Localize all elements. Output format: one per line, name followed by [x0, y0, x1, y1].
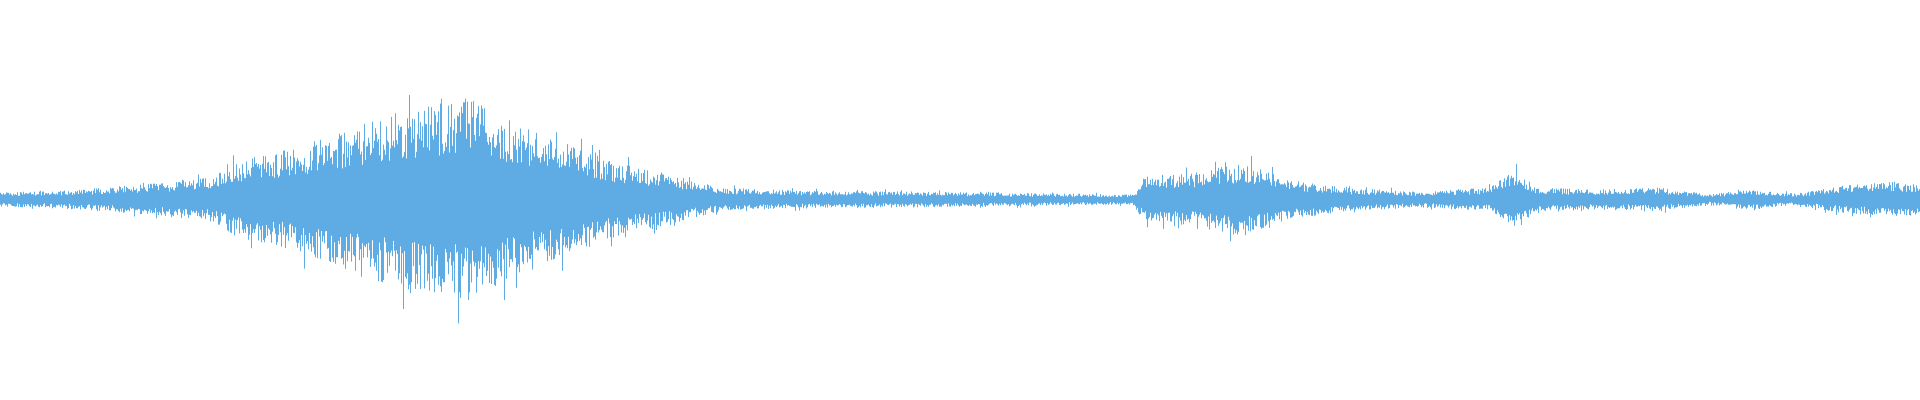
waveform-bars [0, 95, 1920, 324]
